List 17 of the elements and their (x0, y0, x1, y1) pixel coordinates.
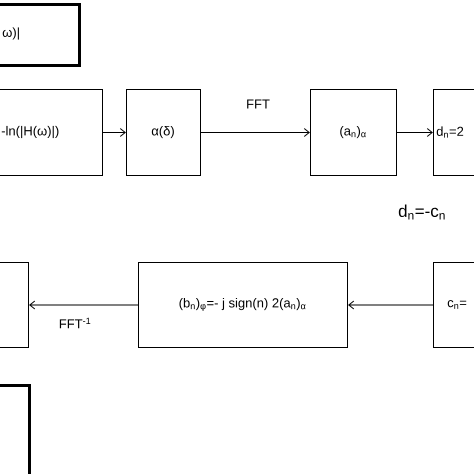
process-box: (b$_{n}$)$_{φ}$=- j sign(n) 2(a$_{n}$)$_{α}$ (138, 262, 348, 348)
equation-label: d$_{n}$=-c$_{n}$ (398, 204, 445, 220)
process-box: -ln(|H(ω)|) (0, 89, 103, 176)
process-box: d$_{n}$=2 (433, 89, 474, 176)
arrow (396, 128, 433, 137)
edge-label: FFT (247, 100, 270, 108)
process-box: (a$_{n}$)$_{α}$ (310, 89, 397, 176)
arrow (29, 300, 138, 310)
arrow (102, 128, 126, 137)
empty-box (0, 384, 31, 474)
process-box: c$_{n}$= (433, 262, 474, 348)
empty-box (0, 262, 29, 348)
edge-label: FFT$^{-1}$ (60, 318, 90, 328)
arrow (348, 300, 434, 310)
process-box: α(δ) (126, 89, 201, 176)
arrow (200, 128, 310, 137)
process-box: ω)| (0, 3, 81, 67)
